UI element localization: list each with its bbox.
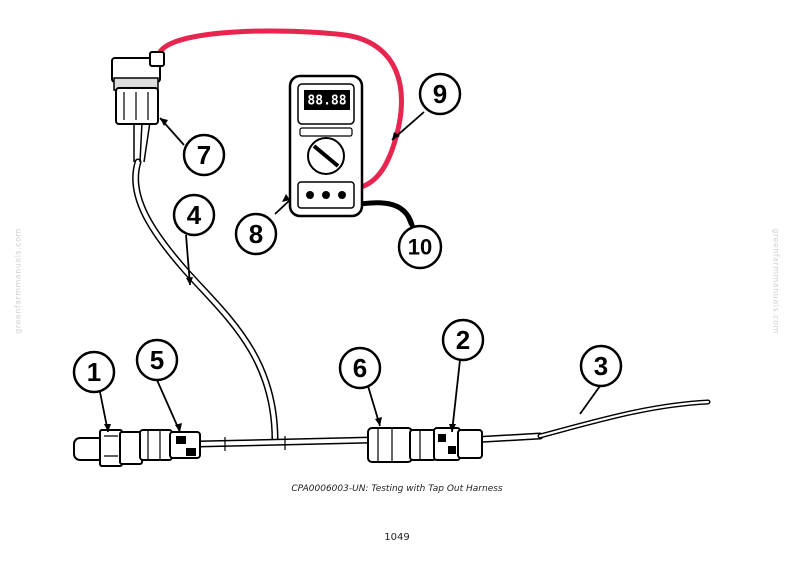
multimeter: 88.88 <box>288 74 364 218</box>
red-test-lead <box>157 28 404 193</box>
svg-text:7: 7 <box>197 140 211 170</box>
callout-1: 1 <box>72 350 116 394</box>
vehicle-harness <box>537 399 711 439</box>
callout-8: 8 <box>234 212 278 256</box>
svg-text:8: 8 <box>249 219 263 249</box>
watermark-right: greenfarmmanuals.com <box>771 228 781 334</box>
connector-6 <box>367 427 437 463</box>
svg-text:4: 4 <box>187 200 202 230</box>
connector-2 <box>433 427 483 461</box>
svg-text:6: 6 <box>353 353 367 383</box>
figure-caption: CPA0006003-UN: Testing with Tap Out Harn… <box>291 484 503 494</box>
svg-text:2: 2 <box>456 325 470 355</box>
callout-6: 6 <box>338 346 382 390</box>
watermark-left: greenfarmmanuals.com <box>13 228 23 334</box>
callout-4: 4 <box>172 193 216 237</box>
svg-text:3: 3 <box>594 351 608 381</box>
sensor <box>73 429 143 467</box>
meter-display: 88.88 <box>307 94 346 109</box>
callout-10: 10 <box>397 224 443 270</box>
tap-out-harness-illustration: 88.88 1 2 <box>72 28 711 467</box>
callout-3: 3 <box>579 344 623 388</box>
callout-2: 2 <box>441 318 485 362</box>
svg-text:5: 5 <box>150 345 164 375</box>
connector-7 <box>111 51 165 125</box>
svg-text:9: 9 <box>433 79 447 109</box>
callout-9: 9 <box>418 72 462 116</box>
callout-5: 5 <box>135 338 179 382</box>
connector-5 <box>139 429 201 461</box>
svg-text:10: 10 <box>408 235 432 260</box>
callout-7: 7 <box>182 133 226 177</box>
page-number: 1049 <box>384 532 410 543</box>
svg-text:1: 1 <box>87 357 101 387</box>
